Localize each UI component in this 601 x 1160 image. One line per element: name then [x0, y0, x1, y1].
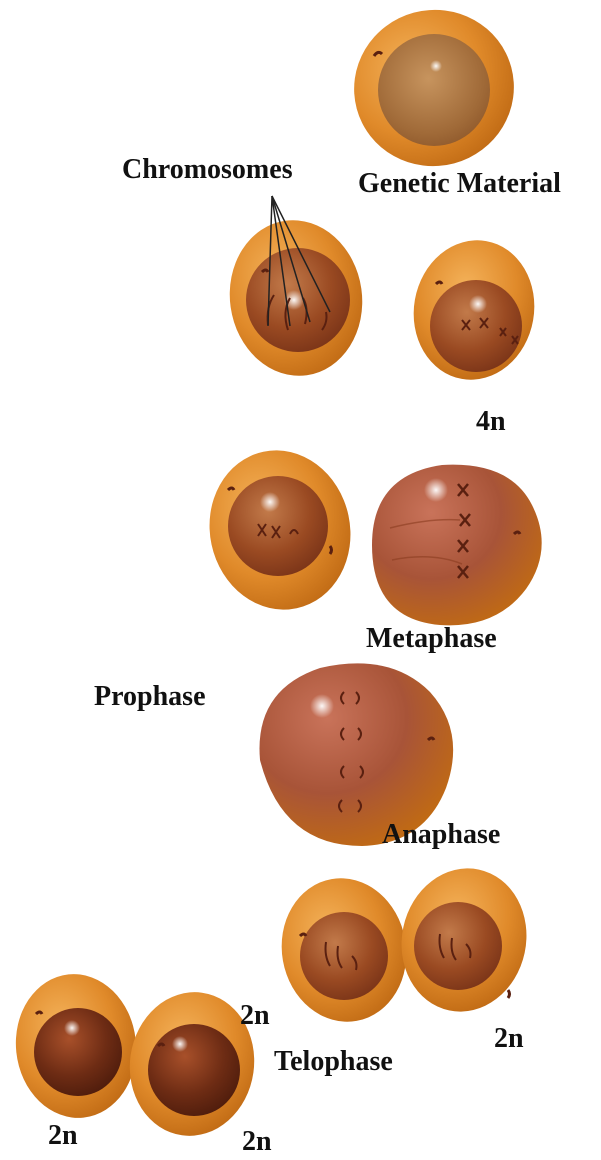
genetic-material-label: Genetic Material	[358, 170, 561, 198]
ploidy-2n-daughter-left: 2n	[48, 1122, 78, 1150]
telophase-cell-pair	[270, 857, 539, 1032]
interphase-cell	[337, 0, 532, 184]
replicated-cell-4n	[403, 231, 545, 390]
anaphase-label: Anaphase	[382, 821, 500, 849]
metaphase-label: Metaphase	[366, 625, 497, 653]
chromosomes-label: Chromosomes	[122, 156, 293, 184]
metaphase-cell	[372, 465, 542, 626]
ploidy-2n-telophase-right: 2n	[494, 1025, 524, 1053]
daughter-cell-pair	[9, 968, 264, 1144]
ploidy-2n-daughter-right: 2n	[242, 1128, 272, 1156]
prophase-cell	[195, 437, 365, 623]
early-prophase-cell	[220, 196, 372, 384]
prophase-label: Prophase	[94, 683, 206, 711]
telophase-label: Telophase	[274, 1048, 393, 1076]
ploidy-4n-label: 4n	[476, 408, 506, 436]
ploidy-2n-telophase-left: 2n	[240, 1002, 270, 1030]
